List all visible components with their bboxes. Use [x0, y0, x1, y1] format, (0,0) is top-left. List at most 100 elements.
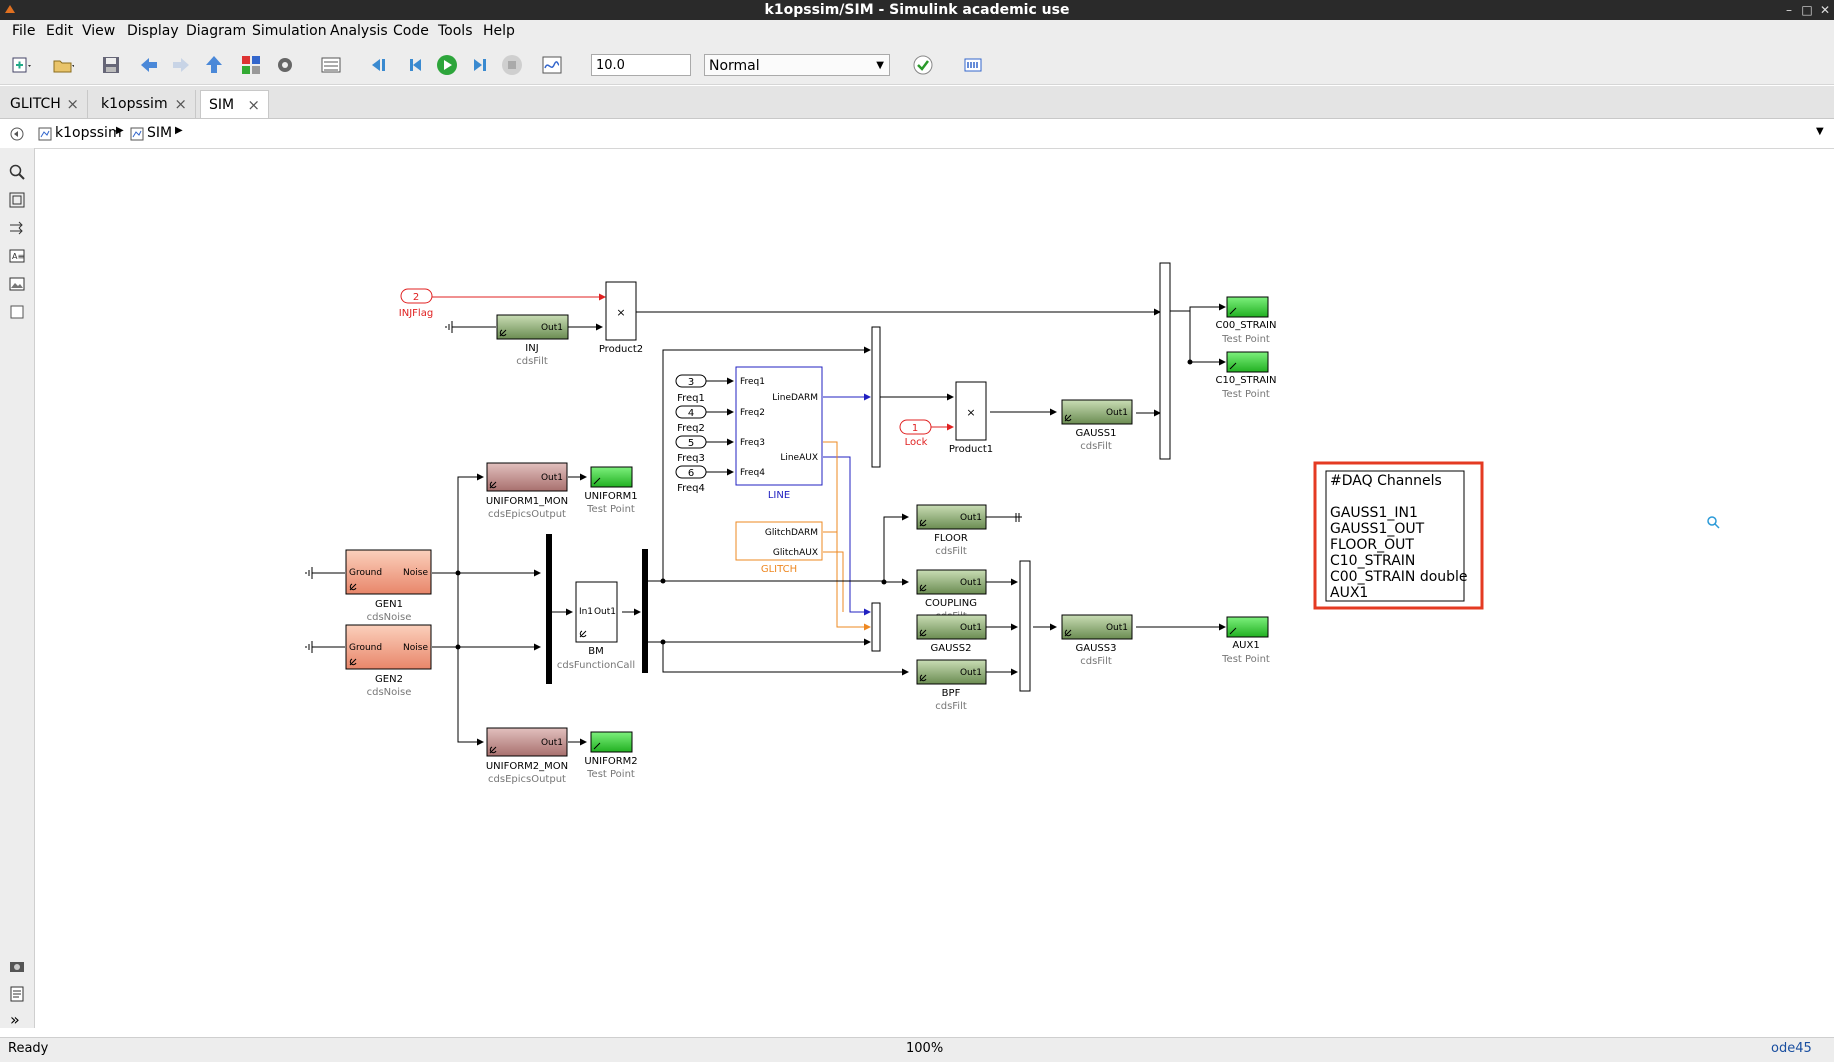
- svg-text:A≡: A≡: [12, 252, 24, 261]
- inport-lock[interactable]: 1 Lock: [899, 419, 932, 448]
- tab-k1opssim[interactable]: k1opssim×: [93, 90, 196, 118]
- step-back-icon-2[interactable]: [405, 54, 427, 76]
- block-gen1[interactable]: Ground Noise GEN1 cdsNoise: [345, 549, 432, 623]
- chevron-down-icon[interactable]: ▼: [1816, 126, 1824, 137]
- report-icon[interactable]: [9, 986, 25, 1002]
- block-library: cdsNoise: [367, 687, 412, 698]
- link-icon: [919, 584, 927, 592]
- demux-bar[interactable]: [642, 549, 648, 673]
- hide-browser-icon[interactable]: [10, 127, 24, 141]
- port-label: Freq2: [740, 408, 765, 418]
- sum-block-3[interactable]: [871, 602, 881, 652]
- sum-block-1[interactable]: [871, 326, 881, 468]
- menu-tools[interactable]: Tools: [438, 23, 473, 39]
- block-inj[interactable]: Out1 INJ cdsFilt: [496, 314, 569, 367]
- step-forward-icon[interactable]: [468, 54, 490, 76]
- block-bpf[interactable]: Out1 BPF cdsFilt: [916, 659, 987, 712]
- block-gauss3[interactable]: Out1 GAUSS3 cdsFilt: [1061, 614, 1133, 667]
- close-icon[interactable]: ×: [247, 96, 260, 114]
- signal-lines: [432, 293, 1226, 746]
- testpoint-aux1[interactable]: AUX1 Test Point: [1221, 616, 1270, 665]
- model-canvas[interactable]: 2 INJFlag 3 Freq1 4 Freq2 5 Freq3 6 Freq…: [35, 149, 1830, 1029]
- block-uniform2-mon[interactable]: Out1 UNIFORM2_MON cdsEpicsOutput: [486, 727, 568, 785]
- breadcrumb-sim[interactable]: SIM: [147, 125, 173, 141]
- close-icon[interactable]: ×: [66, 95, 79, 113]
- stop-icon[interactable]: [501, 54, 523, 76]
- close-icon[interactable]: ×: [174, 95, 187, 113]
- mux-bar[interactable]: [546, 534, 552, 684]
- menu-simulation[interactable]: Simulation: [252, 23, 327, 39]
- block-product1[interactable]: × Product1: [949, 381, 993, 455]
- block-name: GAUSS2: [931, 643, 972, 654]
- up-icon[interactable]: [203, 54, 225, 76]
- block-diagram[interactable]: 2 INJFlag 3 Freq1 4 Freq2 5 Freq3 6 Freq…: [35, 149, 1830, 1029]
- zoom-icon[interactable]: [9, 164, 25, 180]
- menu-view[interactable]: View: [82, 23, 116, 39]
- step-back-icon[interactable]: [368, 54, 390, 76]
- sum-block-4[interactable]: [1019, 560, 1031, 692]
- testpoint-uniform1[interactable]: UNIFORM1 Test Point: [584, 466, 638, 515]
- open-icon[interactable]: [52, 54, 74, 76]
- testpoint-c00-strain[interactable]: C00_STRAIN Test Point: [1216, 296, 1277, 345]
- testpoint-c10-strain[interactable]: C10_STRAIN Test Point: [1216, 351, 1277, 400]
- inport-freq2[interactable]: 4 Freq2: [675, 405, 707, 434]
- build-icon[interactable]: [962, 54, 984, 76]
- minimize-button[interactable]: –: [1786, 3, 1792, 17]
- block-coupling[interactable]: Out1 COUPLING cdsFilt: [916, 569, 987, 622]
- tab-sim[interactable]: SIM×: [200, 90, 269, 118]
- image-icon[interactable]: [9, 276, 25, 292]
- block-gauss2[interactable]: Out1 GAUSS2: [916, 614, 987, 654]
- block-uniform1-mon[interactable]: Out1 UNIFORM1_MON cdsEpicsOutput: [486, 462, 568, 520]
- new-model-icon[interactable]: [10, 54, 32, 76]
- block-gauss1[interactable]: Out1 GAUSS1 cdsFilt: [1061, 399, 1133, 452]
- expand-icon[interactable]: »: [10, 1010, 20, 1029]
- block-library: cdsFilt: [1080, 441, 1112, 452]
- stop-time-input[interactable]: [591, 54, 691, 76]
- menu-display[interactable]: Display: [127, 23, 179, 39]
- library-browser-icon[interactable]: [240, 54, 262, 76]
- block-product2[interactable]: × Product2: [599, 281, 643, 355]
- breadcrumb-k1opssim[interactable]: k1opssim: [55, 125, 122, 141]
- block-library: cdsFilt: [935, 546, 967, 557]
- inport-freq3[interactable]: 5 Freq3: [675, 435, 707, 464]
- port-number: 6: [688, 468, 694, 479]
- save-icon[interactable]: [100, 54, 122, 76]
- check-icon[interactable]: [912, 54, 934, 76]
- menu-edit[interactable]: Edit: [46, 23, 74, 39]
- daq-channels-note[interactable]: #DAQ Channels GAUSS1_IN1 GAUSS1_OUT FLOO…: [1313, 461, 1484, 610]
- block-glitch[interactable]: GlitchDARM GlitchAUX GLITCH: [735, 521, 823, 575]
- forward-icon[interactable]: [170, 54, 192, 76]
- block-library: cdsEpicsOutput: [488, 774, 566, 785]
- run-icon[interactable]: [436, 54, 458, 76]
- solver-link[interactable]: ode45: [1771, 1041, 1812, 1056]
- inport-freq4[interactable]: 6 Freq4: [675, 465, 707, 494]
- inport-injflag[interactable]: 2 INJFlag: [399, 288, 433, 319]
- inport-freq1[interactable]: 3 Freq1: [675, 374, 707, 404]
- block-gen2[interactable]: Ground Noise GEN2 cdsNoise: [345, 624, 432, 698]
- arrow-icon[interactable]: [9, 220, 25, 236]
- annotation-icon[interactable]: A≡: [9, 248, 25, 264]
- tab-glitch[interactable]: GLITCH×: [2, 90, 88, 118]
- menu-diagram[interactable]: Diagram: [186, 23, 247, 39]
- block-name: COUPLING: [925, 598, 977, 609]
- menu-code[interactable]: Code: [393, 23, 429, 39]
- block-floor[interactable]: Out1 FLOOR cdsFilt: [916, 504, 987, 557]
- testpoint-uniform2[interactable]: UNIFORM2 Test Point: [584, 731, 638, 780]
- model-explorer-icon[interactable]: [320, 54, 342, 76]
- close-window-button[interactable]: ✕: [1819, 3, 1831, 17]
- sum-block-2[interactable]: [1159, 262, 1171, 460]
- menu-help[interactable]: Help: [483, 23, 515, 39]
- scope-icon[interactable]: [541, 54, 563, 76]
- sim-mode-select[interactable]: Normal▼: [704, 54, 890, 76]
- back-icon[interactable]: [138, 54, 160, 76]
- menu-analysis[interactable]: Analysis: [330, 23, 388, 39]
- fit-view-icon[interactable]: [9, 192, 25, 208]
- model-config-icon[interactable]: [274, 54, 296, 76]
- area-icon[interactable]: [9, 304, 25, 320]
- block-line[interactable]: Freq1 Freq2 Freq3 Freq4 LineDARM LineAUX…: [735, 366, 823, 501]
- menu-file[interactable]: File: [12, 23, 36, 39]
- port-label: Ground: [349, 643, 382, 653]
- camera-icon[interactable]: [9, 958, 25, 974]
- block-bm[interactable]: In1 Out1 BM cdsFunctionCall: [557, 581, 635, 671]
- maximize-button[interactable]: □: [1801, 3, 1813, 17]
